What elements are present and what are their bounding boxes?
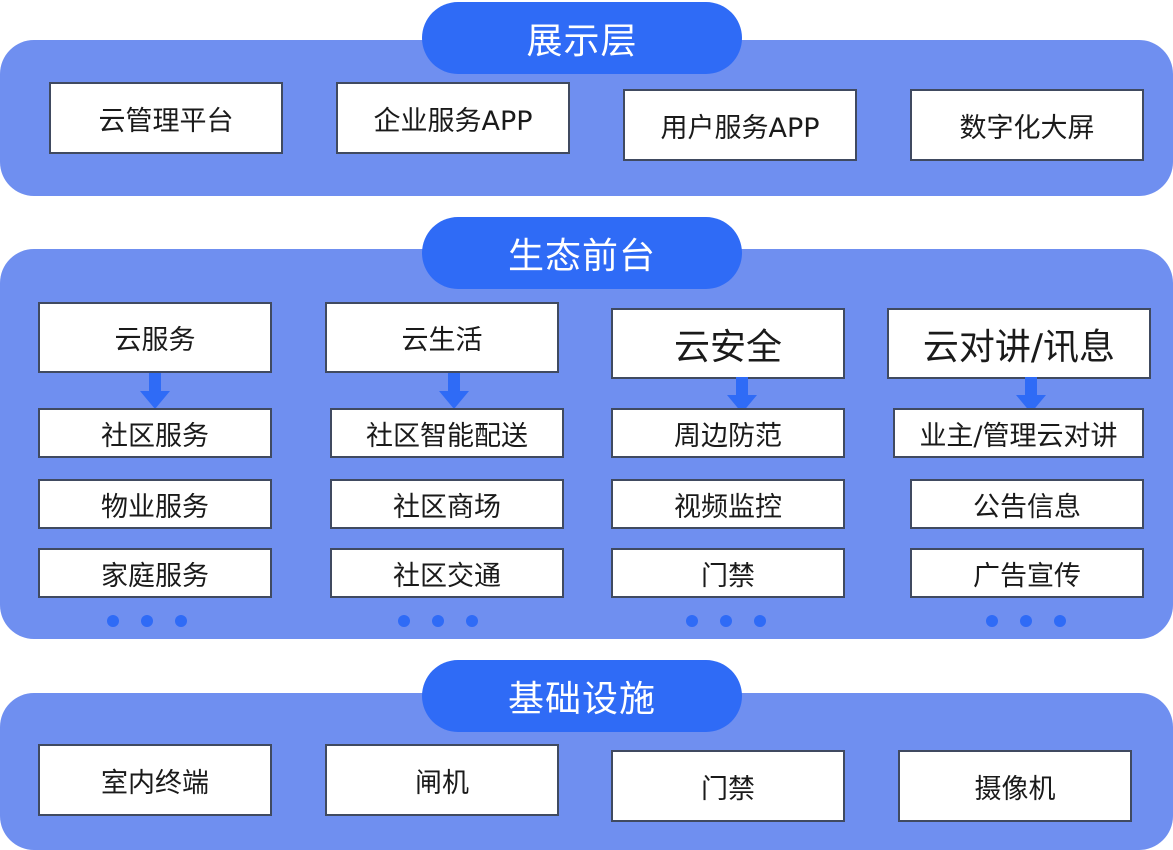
more-dots-icon [107, 613, 187, 629]
ecosystem-item-home-service: 家庭服务 [38, 548, 272, 598]
more-dots-icon [686, 613, 766, 629]
infrastructure-item-access-control: 门禁 [611, 750, 845, 822]
presentation-item-user-app: 用户服务APP [623, 89, 857, 161]
ecosystem-header-cloud-life: 云生活 [325, 302, 559, 373]
infrastructure-layer-title: 基础设施 [422, 660, 742, 732]
ecosystem-item-access-control: 门禁 [611, 548, 845, 598]
ecosystem-item-owner-intercom: 业主/管理云对讲 [893, 408, 1144, 458]
presentation-item-digital-screen: 数字化大屏 [910, 89, 1144, 161]
presentation-layer-title: 展示层 [422, 2, 742, 74]
ecosystem-item-video-surveillance: 视频监控 [611, 479, 845, 529]
infrastructure-item-indoor-terminal: 室内终端 [38, 744, 272, 816]
ecosystem-item-community-traffic: 社区交通 [330, 548, 564, 598]
ecosystem-header-cloud-security: 云安全 [611, 308, 845, 379]
down-arrow-icon [439, 373, 469, 409]
ecosystem-layer-title: 生态前台 [422, 217, 742, 289]
ecosystem-item-property-service: 物业服务 [38, 479, 272, 529]
more-dots-icon [398, 613, 478, 629]
infrastructure-item-gate: 闸机 [325, 744, 559, 816]
more-dots-icon [986, 613, 1066, 629]
down-arrow-icon [1016, 377, 1046, 413]
down-arrow-icon [727, 377, 757, 413]
ecosystem-item-announcements: 公告信息 [910, 479, 1144, 529]
ecosystem-item-community-service: 社区服务 [38, 408, 272, 458]
ecosystem-header-cloud-intercom: 云对讲/讯息 [887, 308, 1151, 379]
ecosystem-header-cloud-service: 云服务 [38, 302, 272, 373]
infrastructure-item-camera: 摄像机 [898, 750, 1132, 822]
presentation-item-enterprise-app: 企业服务APP [336, 82, 570, 154]
ecosystem-item-perimeter-defense: 周边防范 [611, 408, 845, 458]
presentation-item-cloud-management: 云管理平台 [49, 82, 283, 154]
down-arrow-icon [140, 373, 170, 409]
ecosystem-item-advertising: 广告宣传 [910, 548, 1144, 598]
ecosystem-item-smart-delivery: 社区智能配送 [330, 408, 564, 458]
ecosystem-item-community-mall: 社区商场 [330, 479, 564, 529]
